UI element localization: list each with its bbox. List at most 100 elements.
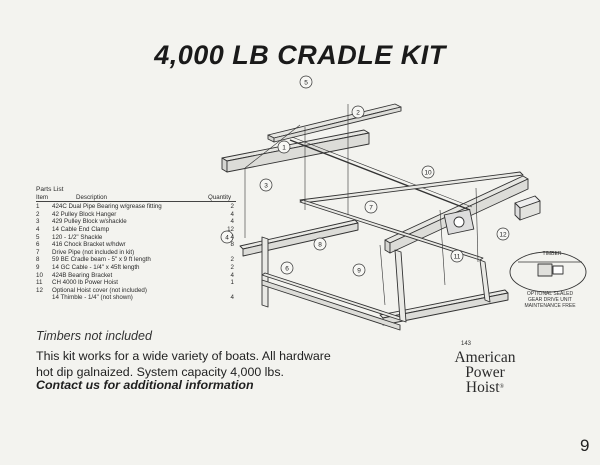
kit-description-line: hot dip galnaized. System capacity 4,000… bbox=[36, 365, 284, 379]
brand-line-2: Power bbox=[465, 364, 505, 381]
gear-drive-note: OPTIONAL SEALED GEAR DRIVE UNIT MAINTENA… bbox=[500, 291, 600, 309]
callout-circle bbox=[299, 75, 313, 89]
part-description: 424B Bearing Bracket bbox=[52, 271, 113, 279]
gear-note-line: OPTIONAL SEALED bbox=[526, 291, 574, 297]
gear-note-line: GEAR DRIVE UNIT bbox=[528, 297, 572, 303]
part-description: Optional Hoist cover (not included) bbox=[52, 286, 147, 294]
parts-list-row: 4 14 Cable End Clamp 12 bbox=[36, 226, 236, 234]
brand-logo: American Power Hoist® bbox=[420, 349, 550, 396]
callout-3: 3 bbox=[259, 178, 273, 192]
timbers-note: Timbers not included bbox=[36, 329, 152, 343]
part-quantity: 4 bbox=[230, 233, 234, 241]
gear-note-line: MAINTENANCE FREE bbox=[524, 303, 576, 309]
part-quantity: 4 bbox=[230, 294, 234, 302]
part-item-number: 3 bbox=[36, 218, 40, 226]
part-item-number: 7 bbox=[36, 248, 40, 256]
part-item-number: 4 bbox=[36, 225, 40, 233]
callout-circle bbox=[351, 105, 365, 119]
callout-circle bbox=[496, 227, 510, 241]
callout-label: 2 bbox=[356, 109, 360, 116]
part-quantity: 4 bbox=[230, 210, 234, 218]
top-timber-left bbox=[221, 129, 370, 173]
header-item: Item bbox=[36, 193, 49, 201]
callout-label: 11 bbox=[454, 253, 461, 260]
part-item-number: 11 bbox=[36, 279, 43, 287]
parts-list-row: 3 429 Pulley Block w/shackle 4 bbox=[36, 218, 236, 226]
callout-8: 8 bbox=[313, 237, 327, 251]
brand-line-1: American bbox=[454, 349, 516, 366]
part-description: 42 Pulley Block Hanger bbox=[52, 210, 117, 218]
callout-4: 4 bbox=[220, 230, 234, 244]
callout-circle bbox=[364, 200, 378, 214]
page-number: 9 bbox=[580, 436, 590, 455]
part-quantity: 4 bbox=[230, 271, 234, 279]
callout-label: 12 bbox=[499, 231, 507, 238]
callout-label: 10 bbox=[424, 169, 432, 176]
part-quantity: 4 bbox=[230, 218, 234, 226]
part-description: CH 4000 lb Power Hoist bbox=[52, 279, 119, 287]
part-quantity: 2 bbox=[230, 203, 234, 211]
callout-10: 10 bbox=[421, 165, 435, 179]
top-timber-back bbox=[267, 103, 402, 143]
part-quantity: 12 bbox=[227, 225, 234, 233]
part-quantity bbox=[212, 249, 234, 257]
callout-11: 11 bbox=[450, 249, 464, 263]
hoist bbox=[443, 209, 475, 235]
part-item-number: 6 bbox=[36, 241, 40, 249]
part-item-number: 9 bbox=[36, 263, 40, 271]
contact-note: Contact us for additional information bbox=[36, 378, 254, 392]
callout-7: 7 bbox=[364, 200, 378, 214]
hoist-cover bbox=[514, 195, 541, 221]
part-item-number bbox=[36, 294, 48, 302]
callout-circle bbox=[421, 165, 435, 179]
cradle-beam-right bbox=[261, 171, 524, 331]
part-quantity: 2 bbox=[230, 263, 234, 271]
brand-line-3: Hoist bbox=[465, 379, 500, 396]
callout-label: 4 bbox=[225, 234, 229, 241]
parts-list-rows: 1 424C Dual Pipe Bearing w/grease fitting… bbox=[36, 203, 236, 302]
cables bbox=[244, 104, 479, 306]
callout-label: 3 bbox=[264, 182, 268, 189]
callout-circle bbox=[450, 249, 464, 263]
part-description: Drive Pipe (not included in kit) bbox=[52, 248, 135, 256]
part-description: 59 BE Cradle beam - 5" x 9 ft length bbox=[52, 256, 151, 264]
parts-list-row: 9 14 GC Cable - 1/4" x 45ft length 2 bbox=[36, 264, 236, 272]
drive-pipe bbox=[289, 139, 471, 211]
page-title: 4,000 LB CRADLE KIT bbox=[154, 40, 446, 70]
part-description: 14 GC Cable - 1/4" x 45ft length bbox=[52, 263, 140, 271]
part-quantity: 8 bbox=[230, 241, 234, 249]
brand-number: 143 bbox=[461, 341, 472, 347]
header-quantity: Quantity bbox=[208, 193, 232, 201]
parts-list-row: 7 Drive Pipe (not included in kit) bbox=[36, 249, 236, 257]
callout-circle bbox=[280, 261, 294, 275]
header-description: Description bbox=[76, 193, 107, 201]
kit-description-line: This kit works for a wide variety of boa… bbox=[36, 349, 331, 363]
callout-label: 7 bbox=[369, 204, 373, 211]
part-item-number: 5 bbox=[36, 233, 40, 241]
callout-label: 8 bbox=[318, 241, 322, 248]
callout-label: 6 bbox=[285, 265, 289, 272]
registered-mark: ® bbox=[499, 384, 505, 390]
callout-circle bbox=[313, 237, 327, 251]
part-description: 429 Pulley Block w/shackle bbox=[52, 218, 127, 226]
parts-list-row: 10 424B Bearing Bracket 4 bbox=[36, 272, 236, 280]
part-description: 416 Chock Bracket w/hdwr bbox=[52, 241, 126, 249]
callout-1: 1 bbox=[277, 140, 291, 154]
parts-list-row: 14 Thimble - 1/4" (not shown)4 bbox=[36, 294, 236, 302]
part-item-number: 10 bbox=[36, 271, 43, 279]
parts-list-header: Item Description Quantity bbox=[36, 194, 236, 203]
part-item-number: 1 bbox=[36, 203, 40, 211]
callout-label: 1 bbox=[282, 144, 286, 151]
part-description: 14 Cable End Clamp bbox=[52, 225, 110, 233]
callout-circle bbox=[352, 263, 366, 277]
callout-9: 9 bbox=[352, 263, 366, 277]
callout-circle bbox=[259, 178, 273, 192]
part-quantity bbox=[212, 287, 234, 295]
part-description: 424C Dual Pipe Bearing w/grease fitting bbox=[52, 203, 162, 211]
part-description: 120 - 1/2" Shackle bbox=[52, 233, 103, 241]
